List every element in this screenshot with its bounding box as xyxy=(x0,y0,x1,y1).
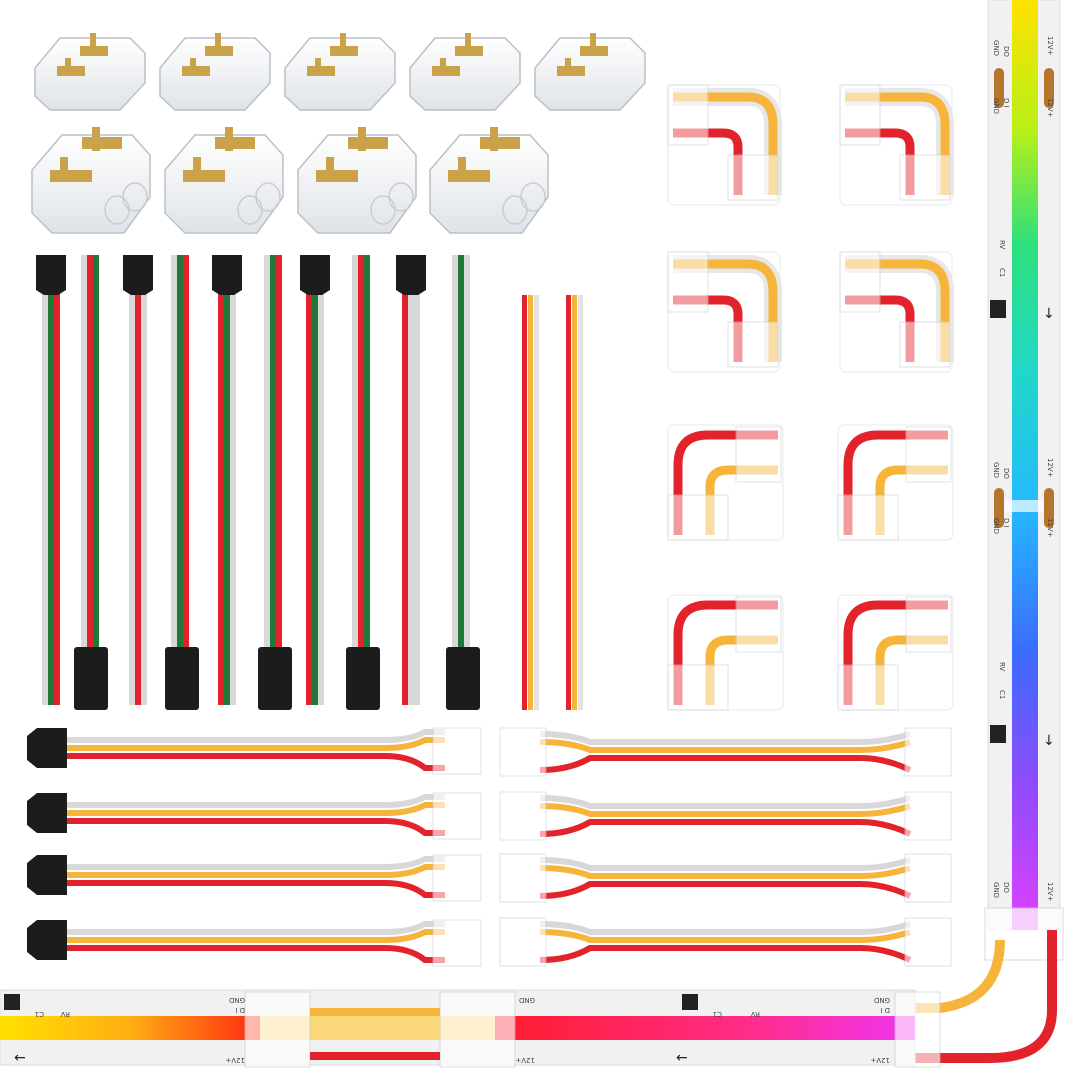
straight-connector xyxy=(159,33,271,111)
strip-label-c1: C1 xyxy=(998,268,1006,277)
three-pin-connector xyxy=(429,127,549,234)
three-pin-connector xyxy=(297,127,417,234)
strip-label-c1: C1 xyxy=(998,690,1006,699)
jst-clip-cable xyxy=(27,792,482,840)
strip-clip xyxy=(244,991,311,1068)
strip-label-12v: 12V+ xyxy=(1046,458,1054,478)
jst-cable xyxy=(123,255,199,710)
clip-to-clip-cables xyxy=(499,727,952,967)
strip-label-di: D I xyxy=(880,1006,890,1014)
strip-label-di: D I xyxy=(235,1006,245,1014)
strip-label-gnd: GND xyxy=(992,882,1000,898)
horizontal-led-strip: C1 RV C1 RV GND D I 12V+ GND 12V+ GND D … xyxy=(0,989,941,1068)
strip-label-rv: RV xyxy=(61,1010,70,1018)
three-pin-connector xyxy=(31,127,151,234)
ic-chip xyxy=(990,725,1006,743)
clip-extension-cable xyxy=(499,853,952,903)
corner-connectors xyxy=(667,84,954,711)
jst-cable xyxy=(36,255,108,710)
strip-label-12v: 12V+ xyxy=(870,1056,890,1064)
strip-label-gnd: GND xyxy=(229,996,245,1004)
strip-label-rv: RV xyxy=(998,662,1006,671)
straight-connector xyxy=(534,33,646,111)
three-pin-connector xyxy=(164,127,284,234)
corner-connector-yellow xyxy=(667,84,782,206)
corner-connector-red xyxy=(667,424,784,541)
straight-connector xyxy=(34,33,146,111)
jst-vertical-cables xyxy=(36,255,480,710)
corner-connector-yellow xyxy=(839,84,954,206)
strip-label-di: D I xyxy=(1002,98,1010,108)
corner-connector-yellow xyxy=(839,251,954,373)
ic-chip xyxy=(682,994,698,1010)
strip-clip xyxy=(439,991,516,1068)
loose-wires xyxy=(522,295,583,710)
direction-arrow: ↓ xyxy=(1043,733,1055,749)
straight-connectors-row-2 xyxy=(31,127,549,234)
strip-label-do: DO xyxy=(1002,468,1010,479)
corner-connector-red xyxy=(667,594,784,711)
clip-extension-cable xyxy=(499,917,952,967)
jst-cable xyxy=(396,255,480,710)
direction-arrow: ← xyxy=(14,1050,26,1066)
strip-label-do: DO xyxy=(1002,46,1010,57)
copper-pad xyxy=(994,68,1004,108)
corner-connector-red xyxy=(837,594,954,711)
direction-arrow: ← xyxy=(676,1050,688,1066)
straight-connector xyxy=(284,33,396,111)
jst-clip-cable xyxy=(27,919,482,967)
strip-label-gnd: GND xyxy=(992,98,1000,114)
strip-label-rv: RV xyxy=(751,1010,760,1018)
jst-clip-cable xyxy=(27,727,482,775)
strip-label-gnd: GND xyxy=(874,996,890,1004)
copper-pad xyxy=(1044,68,1054,108)
direction-arrow: ↓ xyxy=(1043,306,1055,322)
jst-clip-cable xyxy=(27,854,482,902)
clip-extension-cable xyxy=(499,727,952,777)
straight-connectors-row-1 xyxy=(34,33,646,111)
strip-label-12v: 12V+ xyxy=(225,1056,245,1064)
jst-to-clip-cables xyxy=(27,727,482,967)
strip-label-c1: C1 xyxy=(713,1010,722,1018)
ic-chip xyxy=(990,300,1006,318)
strip-label-di: D I xyxy=(1002,518,1010,528)
straight-connector xyxy=(409,33,521,111)
strip-label-12v: 12V+ xyxy=(515,1056,535,1064)
vertical-led-strip: 12V+ DO GND D I GND 12V+ RV C1 ↓ 12V+ DO… xyxy=(905,0,1064,1063)
strip-label-12v: 12V+ xyxy=(1046,882,1054,902)
corner-connector-yellow xyxy=(667,251,782,373)
ic-chip xyxy=(4,994,20,1010)
jst-cable xyxy=(212,255,292,710)
strip-label-12v: 12V+ xyxy=(1046,518,1054,538)
strip-label-gnd: GND xyxy=(992,462,1000,478)
strip-label-gnd: GND xyxy=(992,40,1000,56)
strip-label-c1: C1 xyxy=(35,1010,44,1018)
strip-label-12v: 12V+ xyxy=(1046,98,1054,118)
clip-extension-cable xyxy=(499,791,952,841)
strip-label-rv: RV xyxy=(998,240,1006,249)
strip-label-gnd: GND xyxy=(992,518,1000,534)
strip-label-do: DO xyxy=(1002,882,1010,893)
strip-label-gnd: GND xyxy=(519,996,535,1004)
strip-label-12v: 12V+ xyxy=(1046,36,1054,56)
jst-cable xyxy=(300,255,380,710)
corner-connector-red xyxy=(837,424,954,541)
strip-clip xyxy=(894,991,941,1068)
